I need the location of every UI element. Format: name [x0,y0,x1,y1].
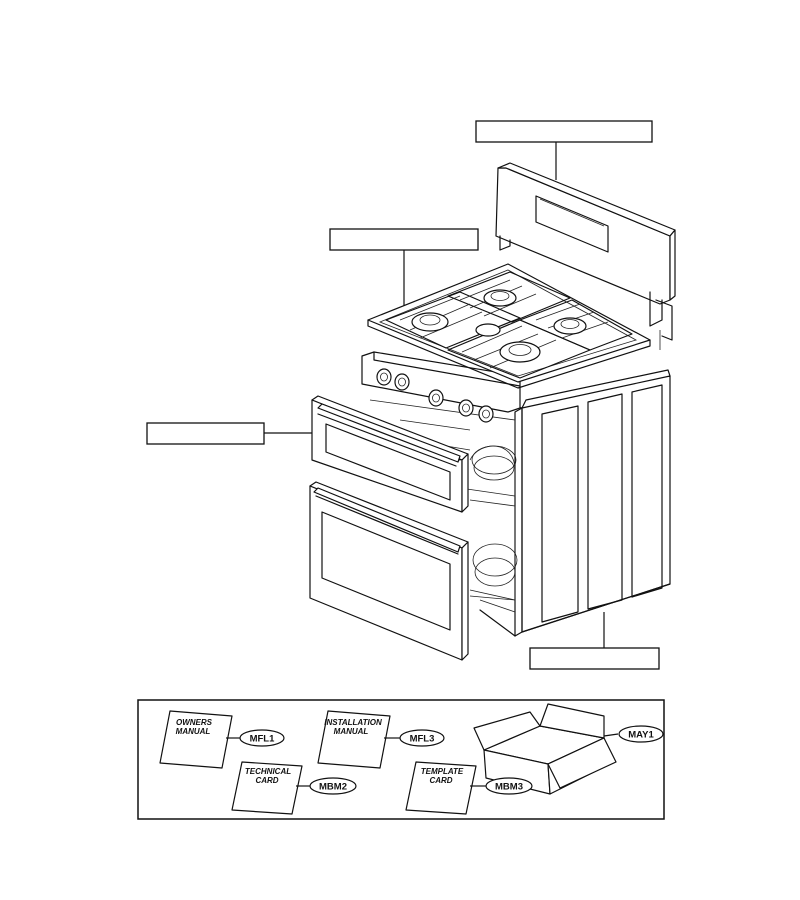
callout-backguard [475,120,653,180]
shipping-box: MAY1 [473,703,664,795]
owners-manual-line2: MANUAL [176,727,211,736]
callout-cabinet [529,612,660,670]
burner-knobs [376,368,494,423]
callout-cooktop [329,228,479,312]
callout-doors [146,422,314,445]
owners-manual-code: MFL1 [250,734,276,745]
owners-manual-line1: OWNERS [176,718,213,727]
backguard-panel [495,162,676,350]
oven-interior [369,399,518,613]
control-panel [361,351,521,423]
template-card-line2: CARD [429,776,452,785]
upper-oven-door [311,395,469,513]
template-card-line1: TEMPLATE [421,767,464,776]
accessories-panel: OWNERS MANUAL MFL1 INSTALLATION MANUAL M… [137,699,665,820]
installation-manual-line2: MANUAL [334,727,369,736]
cooktop-assembly [367,263,651,389]
owners-manual: OWNERS MANUAL MFL1 [159,710,285,769]
shipping-box-code: MAY1 [628,730,654,741]
installation-manual-line1: INSTALLATION [324,718,382,727]
burner-grates [385,271,633,379]
technical-card-code: MBM2 [319,782,347,793]
technical-card-line2: CARD [255,776,278,785]
technical-card: TECHNICAL CARD MBM2 [231,761,357,815]
cabinet-body [379,369,671,637]
template-card: TEMPLATE CARD MBM3 [405,761,533,815]
installation-manual-code: MFL3 [410,734,435,745]
burners [411,289,587,363]
installation-manual: INSTALLATION MANUAL MFL3 [317,710,445,769]
technical-card-line1: TECHNICAL [245,767,291,776]
template-card-code: MBM3 [495,782,523,793]
lower-oven-door [309,481,469,661]
